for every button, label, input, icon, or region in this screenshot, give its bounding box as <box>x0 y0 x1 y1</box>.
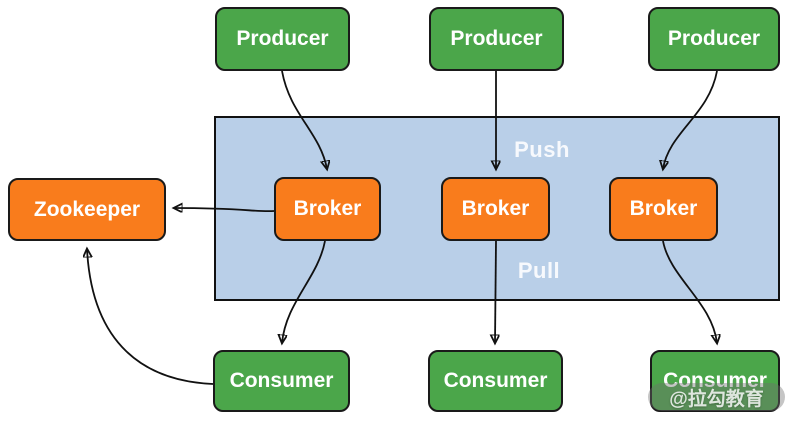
producer-node-3: Producer <box>648 7 780 71</box>
consumer-node-2: Consumer <box>428 350 563 412</box>
producer-node-1: Producer <box>215 7 350 71</box>
broker-label: Broker <box>293 197 362 220</box>
consumer-label: Consumer <box>663 369 767 392</box>
broker-node-2: Broker <box>441 177 550 241</box>
consumer-node-3: Consumer <box>650 350 780 412</box>
push-label: Push <box>514 137 570 162</box>
arrow-broker1-to-consumer1 <box>282 240 326 343</box>
broker-label: Broker <box>461 197 530 220</box>
producer-label: Producer <box>450 27 543 50</box>
broker-label: Broker <box>629 197 698 220</box>
broker-node-1: Broker <box>274 177 381 241</box>
arrow-producer1-to-broker1 <box>281 70 327 169</box>
producer-node-2: Producer <box>429 7 564 71</box>
arrow-producer3-to-broker3 <box>663 70 718 169</box>
pull-label: Pull <box>517 258 561 283</box>
watermark-text: @拉勾教育 <box>669 388 764 410</box>
watermark-badge: @拉勾教育 <box>648 383 785 411</box>
arrow-broker3-to-consumer3 <box>662 240 717 343</box>
producer-label: Producer <box>236 27 329 50</box>
consumer-node-1: Consumer <box>213 350 350 412</box>
arrow-broker2-to-consumer2 <box>495 240 496 343</box>
arrow-broker1-to-zookeeper <box>174 208 275 211</box>
consumer-label: Consumer <box>443 369 548 392</box>
zookeeper-label: Zookeeper <box>33 197 141 221</box>
producer-label: Producer <box>667 27 761 50</box>
zookeeper-node: Zookeeper <box>8 178 166 241</box>
arrow-consumer1-to-zookeeper <box>87 249 214 385</box>
consumer-label: Consumer <box>229 369 334 392</box>
broker-node-3: Broker <box>609 177 718 241</box>
